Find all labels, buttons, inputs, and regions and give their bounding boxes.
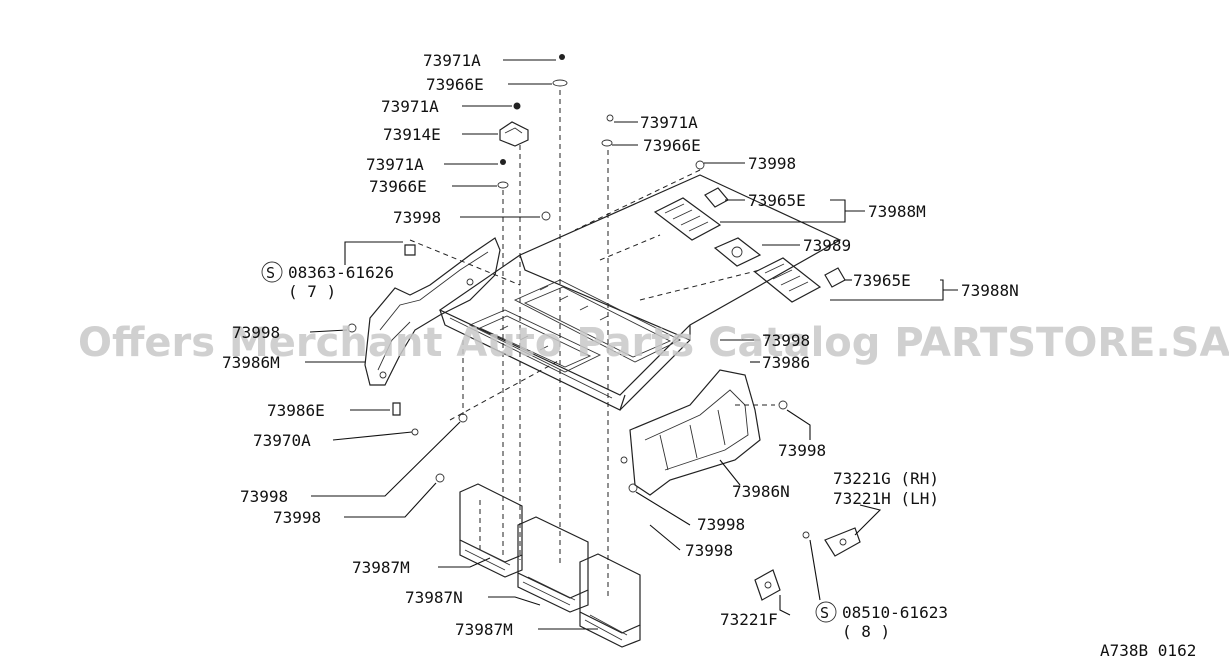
bracket-73987M-1 [459,483,523,578]
label-73986N: 73986N [732,482,790,501]
label-73986M: 73986M [222,353,280,372]
screw-symbol-text-1: S [266,264,275,282]
label-08363-61626: 08363-61626 [288,263,394,282]
label-73971A-3: 73971A [366,155,424,174]
label-73221F: 73221F [720,610,778,629]
label-73998-3: 73998 [240,487,288,506]
part-labels: 73971A 73966E 73971A 73914E 73971A 73966… [222,51,1019,641]
label-73988N: 73988N [961,281,1019,300]
label-73965E-1: 73965E [748,191,806,210]
label-73987M-1: 73987M [352,558,410,577]
label-73987N: 73987N [405,588,463,607]
label-73989: 73989 [803,236,851,255]
label-73914E: 73914E [383,125,441,144]
speaker-grille-73988N [753,257,822,303]
label-73998-1: 73998 [393,208,441,227]
label-73971A-2: 73971A [381,97,439,116]
label-73988M: 73988M [868,202,926,221]
label-73965E-2: 73965E [853,271,911,290]
bracket-73914E [499,121,529,147]
label-73986: 73986 [762,353,810,372]
label-73971A-1: 73971A [423,51,481,70]
label-73986E: 73986E [267,401,325,420]
bracket-73221G [824,527,861,557]
label-08363-qty: ( 7 ) [288,282,336,301]
bracket-73221F [754,569,781,601]
screw-symbol-text-2: S [820,604,829,622]
label-73966E-2: 73966E [369,177,427,196]
leader-lines [305,59,958,630]
label-08510-qty: ( 8 ) [842,622,890,641]
parcel-shelf-73910 [438,174,842,411]
label-73998-5: 73998 [748,154,796,173]
label-73966E-1: 73966E [426,75,484,94]
label-73966E-3: 73966E [643,136,701,155]
label-73221G: 73221G (RH) [833,469,939,488]
screw-symbol-2: S [815,601,837,623]
label-73998-2: 73998 [232,323,280,342]
bracket-73987M-2 [579,553,641,648]
label-73998-7: 73998 [778,441,826,460]
screw-symbol-1: S [261,261,283,283]
bracket-73987N [517,516,589,613]
assembly-lines [409,90,775,600]
label-73970A: 73970A [253,431,311,450]
speaker-grille-73988M [653,197,722,241]
label-73221H: 73221H (LH) [833,489,939,508]
label-73998-4: 73998 [273,508,321,527]
watermark: Offers Merchant Auto Parts Catalog PARTS… [78,320,1229,366]
label-08510-61623: 08510-61623 [842,603,948,622]
label-73998-6: 73998 [762,331,810,350]
diagram-code: A738B 0162 [1100,641,1196,660]
label-73998-9: 73998 [685,541,733,560]
fasteners [347,54,810,539]
side-trim-73986N [629,369,761,496]
label-73998-8: 73998 [697,515,745,534]
cover-73989 [713,237,762,267]
label-73987M-2: 73987M [455,620,513,639]
label-73971A-4: 73971A [640,113,698,132]
